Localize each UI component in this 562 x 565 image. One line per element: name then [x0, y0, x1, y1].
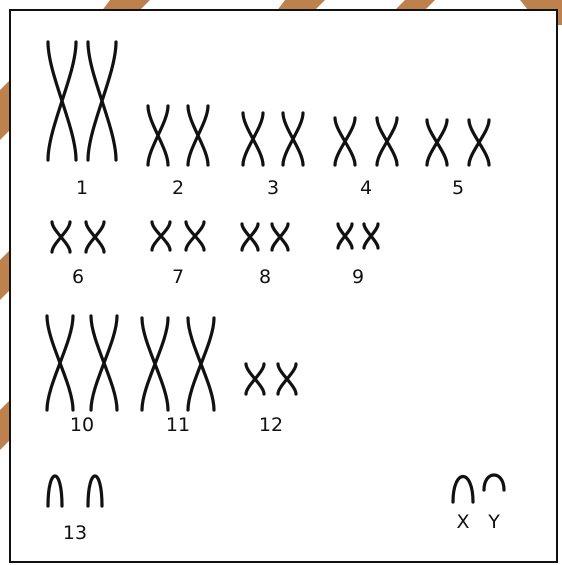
label-6: 6	[72, 266, 84, 288]
label-7: 7	[172, 266, 184, 288]
label-10: 10	[70, 414, 94, 436]
label-8: 8	[259, 266, 271, 288]
label-12: 12	[259, 414, 283, 436]
label-y: Y	[487, 511, 500, 533]
label-9: 9	[352, 266, 364, 288]
label-5: 5	[452, 177, 464, 199]
label-11: 11	[166, 414, 190, 436]
label-4: 4	[360, 177, 372, 199]
label-x: X	[456, 511, 469, 533]
label-3: 3	[267, 177, 279, 199]
label-2: 2	[172, 177, 184, 199]
label-1: 1	[76, 177, 88, 199]
label-13: 13	[63, 522, 87, 544]
